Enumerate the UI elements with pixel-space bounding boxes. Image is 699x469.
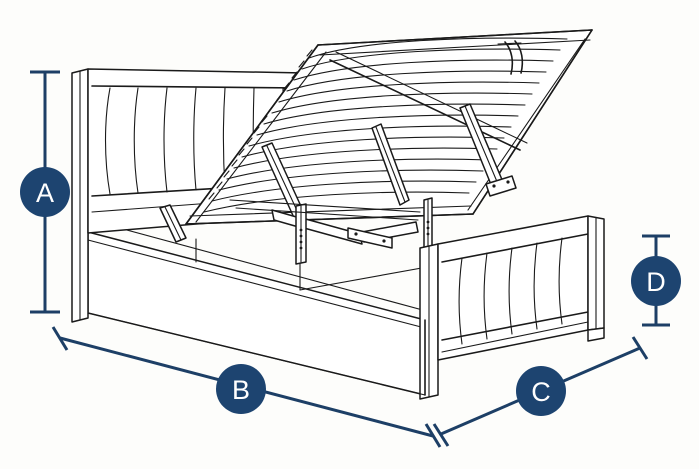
dimension-c-label: C	[531, 377, 551, 407]
dimension-c[interactable]: C	[432, 336, 649, 447]
dimension-b-badge[interactable]	[216, 364, 266, 414]
dimension-d-label: D	[646, 267, 666, 297]
dimension-b-label: B	[232, 375, 250, 405]
dimension-a[interactable]: A	[20, 70, 70, 314]
dimension-c-badge[interactable]	[516, 366, 566, 416]
dimension-c-cap-left	[432, 423, 450, 447]
dimension-a-label: A	[36, 178, 54, 208]
footboard	[419, 215, 605, 400]
dimension-a-badge[interactable]	[20, 167, 70, 217]
gas-strut-mechanism	[159, 103, 517, 265]
dimension-c-cap-right	[631, 336, 649, 360]
dimension-b-cap-right	[424, 423, 442, 448]
dimension-d-badge[interactable]	[631, 256, 681, 306]
dimension-b[interactable]: B	[51, 326, 442, 448]
dimension-b-cap-left	[51, 326, 69, 351]
dimension-d[interactable]: D	[631, 234, 681, 327]
side-rail	[87, 312, 426, 396]
